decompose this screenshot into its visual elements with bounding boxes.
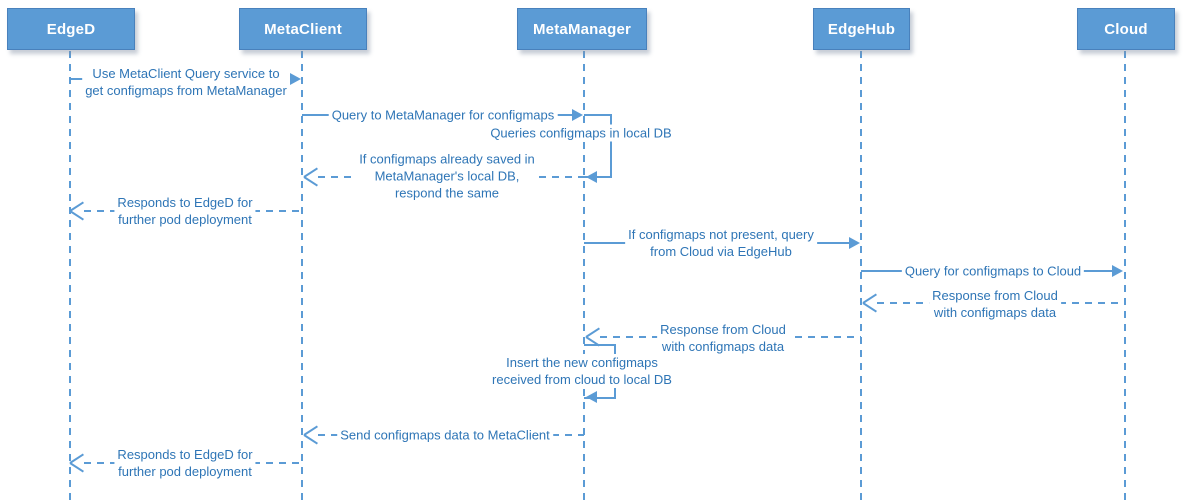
lifeline-metaclient — [301, 51, 303, 504]
message-label: Use MetaClient Query service to get conf… — [82, 65, 290, 99]
self-message-loop — [584, 114, 612, 178]
message-label: Responds to EdgeD for further pod deploy… — [114, 194, 256, 228]
lifeline-edgehub — [860, 51, 862, 504]
open-arrowhead-icon — [70, 202, 86, 220]
lifeline-metamanager — [583, 51, 585, 504]
message-label: Query to MetaManager for configmaps — [328, 106, 558, 124]
actor-box-cloud: Cloud — [1077, 8, 1175, 50]
open-arrowhead-icon — [304, 168, 320, 186]
filled-arrowhead-icon — [586, 171, 597, 183]
lifeline-cloud — [1124, 51, 1126, 504]
message-label: Queries configmaps in local DB — [487, 124, 675, 142]
filled-arrowhead-icon — [290, 73, 301, 85]
filled-arrowhead-icon — [572, 109, 583, 121]
open-arrowhead-icon — [304, 426, 320, 444]
message-label: Response from Cloud with configmaps data — [657, 321, 789, 355]
message-label: Response from Cloud with configmaps data — [929, 287, 1061, 321]
filled-arrowhead-icon — [1112, 265, 1123, 277]
open-arrowhead-icon — [70, 454, 86, 472]
actor-box-metamanager: MetaManager — [517, 8, 647, 50]
actor-label: MetaClient — [264, 20, 342, 38]
message-label: Insert the new configmaps received from … — [489, 354, 675, 388]
actor-label: MetaManager — [532, 20, 632, 38]
message-label: Send configmaps data to MetaClient — [337, 426, 553, 444]
filled-arrowhead-icon — [849, 237, 860, 249]
actor-label: EdgeD — [46, 20, 96, 38]
open-arrowhead-icon — [863, 294, 879, 312]
open-arrowhead-icon — [586, 328, 602, 346]
actor-label: EdgeHub — [827, 20, 896, 38]
message-label: Query for configmaps to Cloud — [901, 262, 1085, 280]
message-label: If configmaps already saved in MetaManag… — [356, 150, 538, 202]
actor-box-edgehub: EdgeHub — [813, 8, 910, 50]
actor-box-metaclient: MetaClient — [239, 8, 367, 50]
message-label: Responds to EdgeD for further pod deploy… — [114, 446, 256, 480]
actor-label: Cloud — [1104, 20, 1148, 38]
actor-box-edged: EdgeD — [7, 8, 135, 50]
lifeline-edged — [69, 51, 71, 504]
message-label: If configmaps not present, query from Cl… — [625, 226, 817, 260]
filled-arrowhead-icon — [586, 391, 597, 403]
